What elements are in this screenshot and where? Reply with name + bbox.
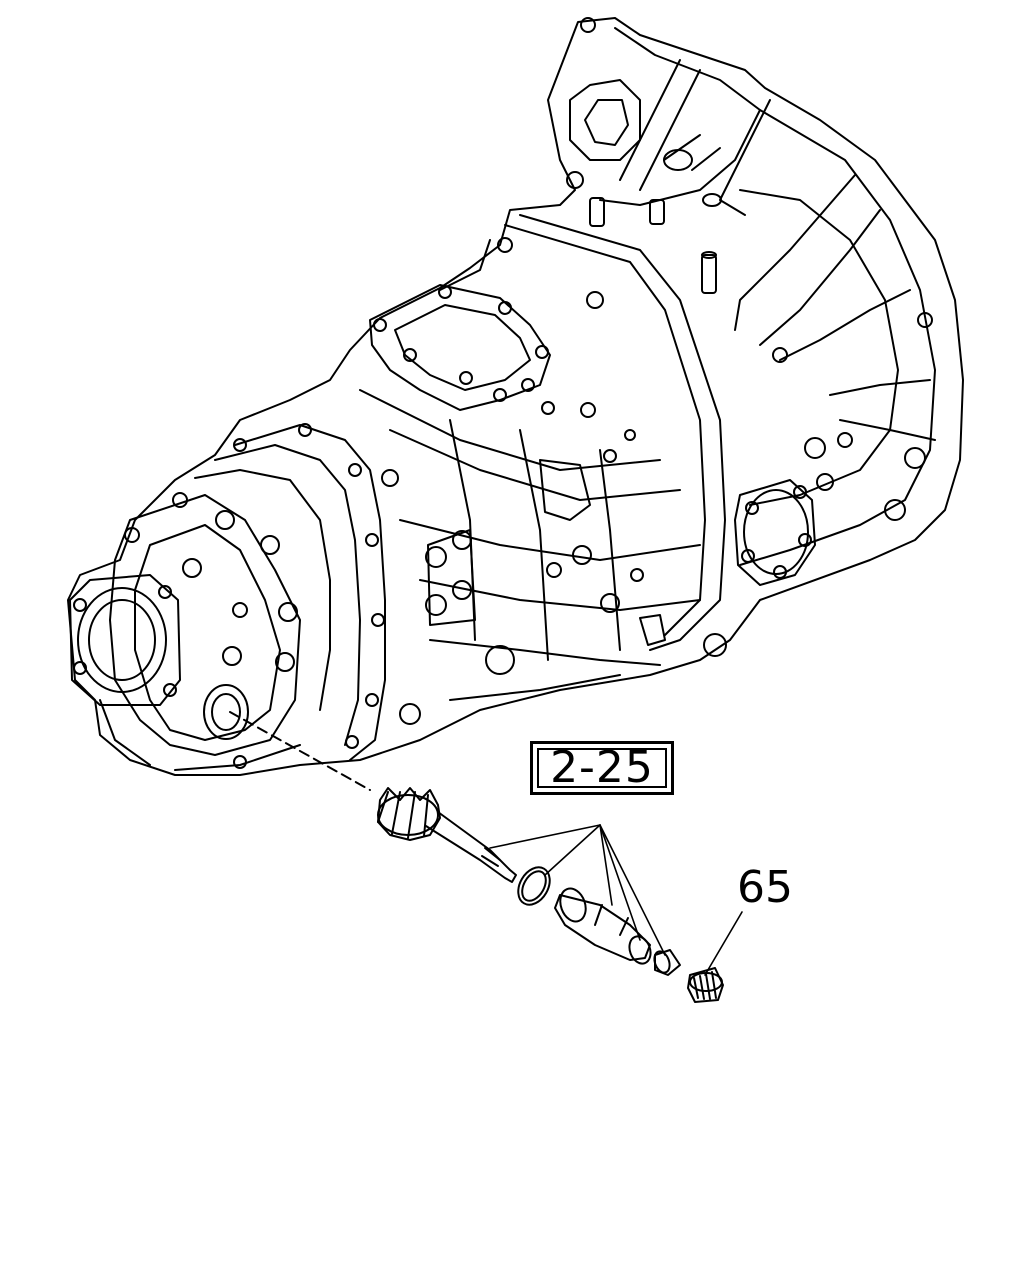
o-ring xyxy=(517,866,551,906)
sleeve xyxy=(554,887,652,965)
part-number-label: 65 xyxy=(737,862,793,913)
bushing xyxy=(653,949,681,976)
group-reference-text: 2-25 xyxy=(550,742,654,793)
speedometer-driven-gear xyxy=(229,711,517,883)
transmission-housing xyxy=(67,17,964,776)
leader-lines xyxy=(489,824,743,976)
group-reference-label: 2-25 xyxy=(530,741,674,795)
